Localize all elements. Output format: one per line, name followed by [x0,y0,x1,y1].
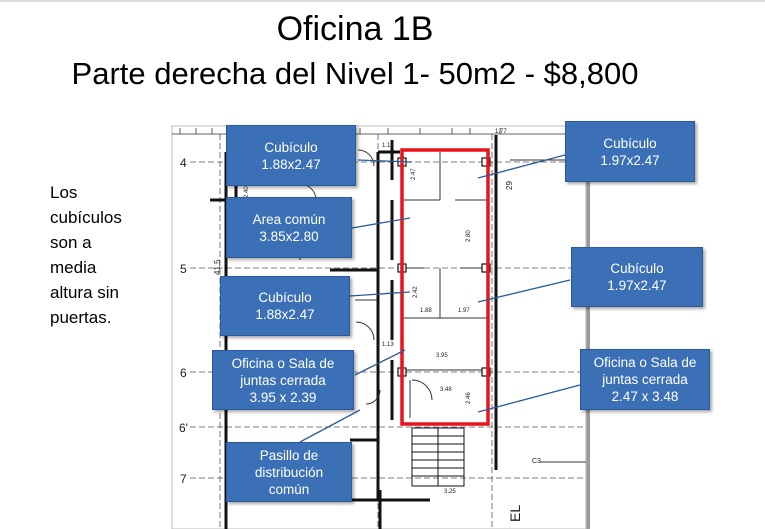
callout-line: juntas cerrada [602,372,688,387]
dim-label: 3.48 [440,387,452,393]
dim-label: 41.5 [213,259,222,275]
side-note-line: cubículos [50,208,122,227]
callout-line: Cubículo [264,139,318,155]
callout-connectors [299,154,581,443]
callout-line: 1.88x2.47 [261,156,321,172]
callout-line: Cubículo [603,135,657,151]
dim-label: 2.46 [466,392,472,404]
callout-line: 1.97x2.47 [600,152,660,168]
callout-cubiculo-mid-left: Cubículo 1.88x2.47 [220,276,350,336]
side-note-line: Los [50,183,78,202]
callout-line: Cubículo [258,290,312,305]
slide-top-border [0,0,765,2]
slide-subtitle: Parte derecha del Nivel 1- 50m2 - $8,800 [71,56,639,91]
callout-sala-juntas-right: Oficina o Sala de juntas cerrada 2.47 x … [580,349,710,410]
dim-label: 2.40 [244,186,250,198]
plan-mark: EL [507,505,523,522]
dim-label: 1.77 [495,129,507,135]
callout-line: 2.47 x 3.48 [611,389,679,404]
callout-line: distribución [254,464,324,480]
callout-line: Area común [252,211,326,227]
callout-sala-juntas-left: Oficina o Sala de juntas cerrada 3.95 x … [212,350,354,410]
axis-label-4: 4 [180,156,187,170]
callout-line: Pasillo de [259,447,319,463]
office-highlight [400,148,490,426]
slide-title: Oficina 1B [276,10,434,48]
callout-line: Oficina o Sala de [593,355,697,370]
dim-label: 1.88 [420,308,432,314]
side-note-line: media [50,258,97,277]
axis-label-5: 5 [180,262,187,276]
callout-line: 1.88x2.47 [255,307,315,322]
callout-line: común [268,481,310,497]
axis-label-7: 7 [180,472,187,486]
dim-label: 3.25 [444,489,456,495]
callout-line: 1.97x2.47 [607,278,667,293]
callout-line: 3.85x2.80 [259,228,319,244]
dim-label: 1.97 [458,308,470,314]
callout-line: juntas cerrada [240,372,326,388]
callout-cubiculo-top-right: Cubículo 1.97x2.47 [565,121,695,182]
dim-label: 3.95 [436,353,448,359]
side-note-line: puertas. [50,308,112,327]
side-note-line: son a [50,233,92,252]
callout-area-comun: Area común 3.85x2.80 [226,197,352,258]
stair [411,427,465,487]
callout-cubiculo-top-left: Cubículo 1.88x2.47 [226,125,356,186]
callout-line: 3.95 x 2.39 [249,389,317,405]
dim-label: 2.42 [413,286,419,298]
dim-label: 2.80 [466,230,472,242]
dim-label: 2.47 [411,168,417,180]
axis-label-6-prime: 6' [179,421,188,435]
axis-label-6: 6 [180,366,187,380]
callout-pasillo: Pasillo de distribución común [226,442,352,502]
dim-label: C3 [532,458,541,465]
dim-label: 1.13 [382,342,394,348]
dim-label: 1.13 [382,143,394,149]
callout-cubiculo-mid-right: Cubículo 1.97x2.47 [571,247,703,307]
dim-label: 29 [505,181,514,190]
side-note: Los cubículos son a media altura sin pue… [50,180,150,330]
side-note-line: altura sin [50,283,119,302]
callout-line: Oficina o Sala de [231,355,335,371]
callout-line: Cubículo [610,261,664,276]
